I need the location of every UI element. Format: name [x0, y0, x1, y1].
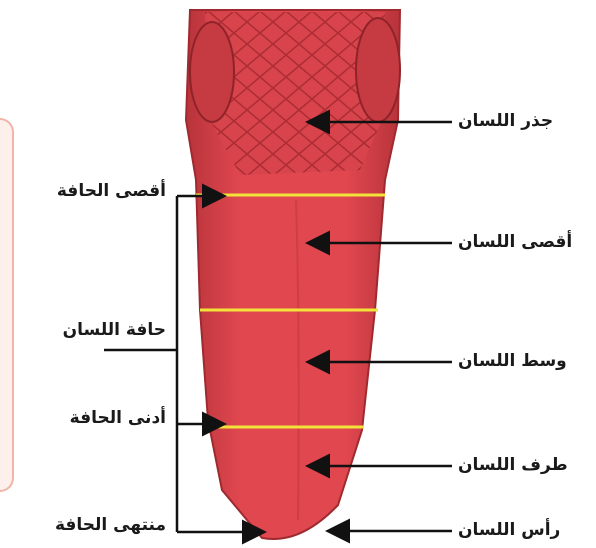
label-front: طرف اللسان	[458, 457, 568, 474]
label-posterior: أقصى اللسان	[458, 234, 572, 251]
right-tonsil-lump	[356, 18, 400, 122]
label-middle: وسط اللسان	[458, 353, 567, 370]
label-end-edge: منتهى الحافة	[55, 517, 166, 534]
label-root: جذر اللسان	[458, 113, 553, 130]
label-near-edge: أدنى الحافة	[70, 410, 166, 427]
label-tip: رأس اللسان	[458, 522, 560, 539]
tongue-illustration	[186, 10, 400, 539]
label-far-edge: أقصى الحافة	[57, 183, 166, 200]
label-edge: حافة اللسان	[63, 322, 166, 339]
left-tonsil-lump	[190, 22, 234, 122]
